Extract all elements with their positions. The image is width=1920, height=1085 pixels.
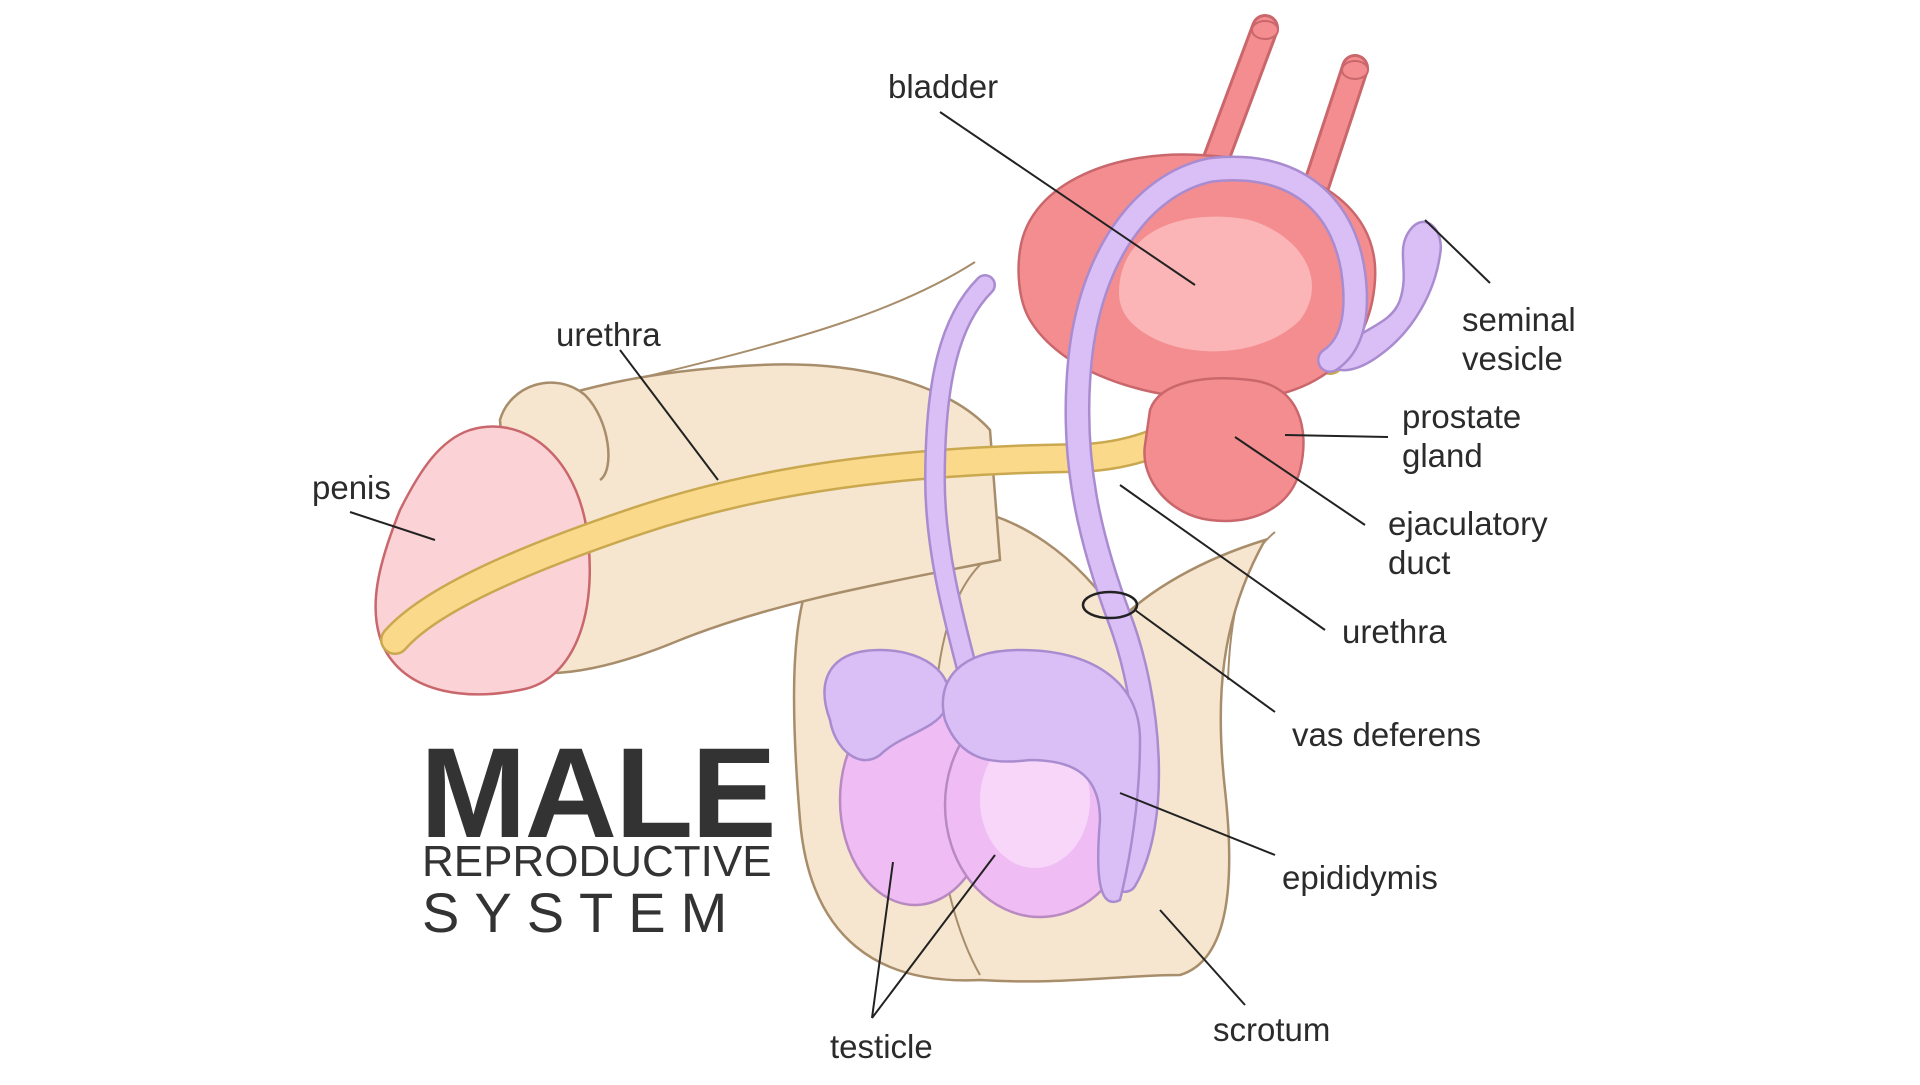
label-urethra-top: urethra [556, 316, 661, 353]
vas-deferens-marker [1081, 590, 1139, 620]
label-prostate-gland-line1: prostate [1402, 398, 1522, 435]
title-male: MALE [420, 722, 777, 865]
label-vas-deferens: vas deferens [1292, 716, 1481, 753]
title-reproductive: REPRODUCTIVE [422, 837, 772, 886]
label-ejaculatory-duct: ejaculatory duct [1388, 504, 1548, 582]
label-ejaculatory-duct-line2: duct [1388, 544, 1451, 581]
ureter-left-fill [1199, 17, 1276, 186]
leader-urethra-top [619, 349, 719, 481]
penis-shaft [498, 363, 1002, 675]
label-seminal-vesicle-line1: seminal [1462, 301, 1576, 338]
penis-foreskin [498, 381, 610, 482]
ureter-right-opening [1341, 60, 1369, 80]
abdomen-contour [639, 261, 976, 379]
leader-testicle-b [871, 854, 996, 1019]
leader-prostate [1284, 434, 1389, 438]
label-prostate-gland: prostate gland [1402, 397, 1521, 475]
leader-bladder [939, 111, 1196, 286]
label-seminal-vesicle-line2: vesicle [1462, 340, 1563, 377]
vas-deferens-front-fill [1066, 158, 1366, 891]
vas-deferens-back-fill [926, 276, 994, 709]
leader-penis [349, 511, 436, 541]
label-seminal-vesicle: seminal vesicle [1462, 300, 1576, 378]
bladder-highlight [1119, 216, 1312, 352]
ureter-left-opening [1251, 20, 1279, 40]
label-ejaculatory-duct-line1: ejaculatory [1388, 505, 1548, 542]
label-prostate-gland-line2: gland [1402, 437, 1483, 474]
label-testicle: testicle [830, 1028, 933, 1065]
leader-epididymis [1119, 792, 1276, 856]
leader-vas-deferens [1134, 609, 1276, 713]
prostate-shape [1143, 377, 1305, 523]
label-epididymis: epididymis [1282, 859, 1438, 896]
epididymis-front [941, 648, 1142, 903]
title-system: SYSTEM [422, 881, 743, 944]
leader-ejaculatory [1234, 436, 1366, 526]
leader-urethra-right [1119, 484, 1326, 631]
testicle-front-highlight [980, 732, 1090, 868]
label-scrotum: scrotum [1213, 1011, 1331, 1048]
leader-lines [349, 111, 1491, 1019]
label-bladder: bladder [888, 68, 999, 105]
leader-testicle-a [871, 861, 894, 1019]
leader-scrotum [1159, 909, 1246, 1006]
label-urethra-right: urethra [1342, 613, 1447, 650]
leader-seminal-vesicle [1424, 219, 1491, 284]
label-penis: penis [312, 469, 391, 506]
